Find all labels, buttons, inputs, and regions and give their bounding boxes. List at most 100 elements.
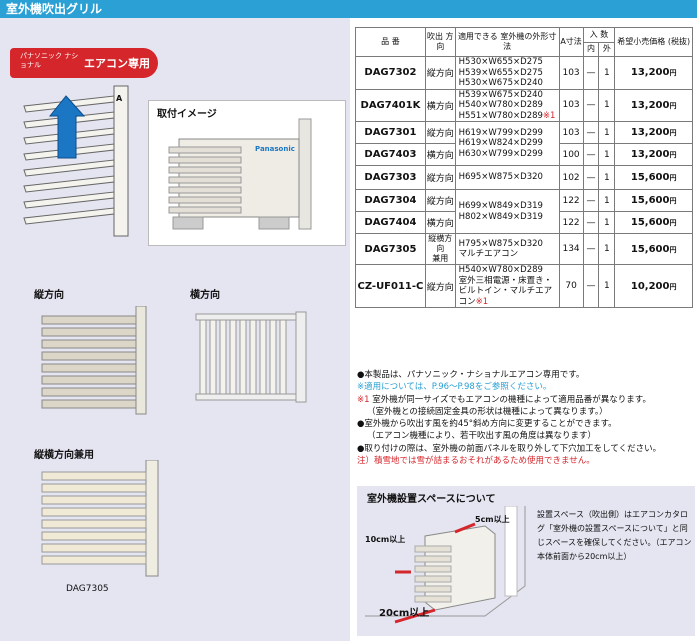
row-price: 15,600円	[614, 233, 693, 265]
row-direction: 縦方向	[424, 264, 456, 308]
space-description: 設置スペース（吹出側）はエアコンカタログ「室外機の設置スペースについて」と同じス…	[537, 510, 692, 561]
vertical-grille-illustration	[41, 306, 147, 415]
row-price: 15,600円	[614, 189, 693, 212]
dimension-a-label: A	[116, 94, 123, 103]
row-in: —	[582, 56, 600, 90]
install-image: 取付イメージ Panasonic	[148, 100, 346, 246]
th-qty-in: 内	[582, 41, 600, 57]
dim-side-label: 10cm以上	[365, 535, 406, 544]
th-direction: 吹出 方向	[424, 27, 456, 57]
note-line: （エアコン機種により、若干吹出す風の角度は異なります）	[367, 431, 596, 442]
both-grille-illustration	[41, 460, 159, 577]
row-out: 1	[598, 165, 616, 190]
row-direction: 横方向	[424, 143, 456, 166]
badge-label: エアコン専用	[84, 57, 150, 70]
row-direction: 横方向	[424, 211, 456, 234]
note-line: ※適用については、P.96〜P.98をご参照ください。	[357, 382, 552, 393]
row-code: DAG7401K	[355, 88, 426, 122]
dim-front-label: 20cm以上	[379, 608, 430, 619]
row-in: —	[582, 88, 600, 122]
row-price: 13,200円	[614, 56, 693, 90]
row-code: DAG7301	[355, 121, 426, 144]
row-code: CZ-UF011-C	[355, 264, 426, 308]
space-title: 室外機設置スペースについて	[367, 494, 496, 505]
badge-brand-text: パナソニック ナショナル	[20, 52, 79, 69]
install-label: 取付イメージ	[157, 109, 217, 120]
page-title: 室外機吹出グリル	[0, 0, 697, 18]
row-code: DAG7305	[355, 233, 426, 265]
row-a: 103	[558, 121, 584, 144]
row-code: DAG7304	[355, 189, 426, 212]
th-price: 希望小売価格 (税抜)	[614, 27, 693, 57]
section-vertical-label: 縦方向	[34, 290, 64, 301]
row-out: 1	[598, 143, 616, 166]
row-price: 13,200円	[614, 143, 693, 166]
note-line: （室外機との接続固定金具の形状は機種によって異なります。）	[367, 406, 608, 417]
row-direction: 縦方向	[424, 121, 456, 144]
row-direction: 横方向	[424, 88, 456, 122]
row-direction: 縦横方向 兼用	[424, 233, 456, 265]
model-caption: DAG7305	[66, 584, 109, 594]
row-price: 13,200円	[614, 121, 693, 144]
row-out: 1	[598, 211, 616, 234]
row-in: —	[582, 121, 600, 144]
row-size: H695×W875×D320	[454, 165, 560, 190]
row-direction: 縦方向	[424, 56, 456, 90]
row-a: 134	[558, 233, 584, 265]
row-a: 102	[558, 165, 584, 190]
note-line: ●室外機から吹出す風を約45°斜め方向に変更することができます。	[357, 419, 617, 430]
row-in: —	[582, 143, 600, 166]
note-line: ●本製品は、パナソニック・ナショナルエアコン専用です。	[357, 370, 585, 380]
product-table: 品 番 吹出 方向 適用できる 室外機の外形寸法 A寸法 入 数 希望小売価格 …	[355, 27, 693, 308]
row-in: —	[582, 264, 600, 308]
row-price: 10,200円	[614, 264, 693, 308]
row-a: 103	[558, 88, 584, 122]
row-size: H619×W799×D299 H619×W824×D299 H630×W799×…	[454, 121, 560, 166]
th-qty: 入 数	[582, 27, 616, 43]
row-out: 1	[598, 233, 616, 265]
row-a: 103	[558, 56, 584, 90]
install-space-panel: 室外機設置スペースについて 5cm以上 10cm以上 20cm以上 設置スペース…	[357, 486, 695, 636]
row-a: 70	[558, 264, 584, 308]
svg-text:Panasonic: Panasonic	[255, 145, 295, 153]
row-a: 100	[558, 143, 584, 166]
row-code: DAG7403	[355, 143, 426, 166]
airflow-arrow-icon	[48, 95, 86, 159]
row-a: 122	[558, 211, 584, 234]
row-out: 1	[598, 56, 616, 90]
row-direction: 縦方向	[424, 165, 456, 190]
th-size: 適用できる 室外機の外形寸法	[454, 27, 560, 57]
row-out: 1	[598, 189, 616, 212]
row-size: H540×W780×D289 室外三相電源・床置き・ ビルトイン・マルチエアコン…	[454, 264, 560, 308]
row-in: —	[582, 189, 600, 212]
row-in: —	[582, 233, 600, 265]
row-size: H539×W675×D240 H540×W780×D289 H551×W780×…	[454, 88, 560, 122]
note-warning: 注）積雪地では雪が詰まるおそれがあるため使用できません。	[357, 456, 595, 467]
row-price: 15,600円	[614, 165, 693, 190]
row-code: DAG7302	[355, 56, 426, 90]
install-space-illustration	[365, 506, 526, 624]
section-both-label: 縦横方向兼用	[34, 450, 94, 461]
row-in: —	[582, 165, 600, 190]
notes-block: ●本製品は、パナソニック・ナショナルエアコン専用です。 ※適用については、P.9…	[357, 369, 697, 467]
row-size: H795×W875×D320 マルチエアコン	[454, 233, 560, 265]
row-out: 1	[598, 88, 616, 122]
row-a: 122	[558, 189, 584, 212]
grille-main-illustration	[23, 85, 129, 237]
row-code: DAG7404	[355, 211, 426, 234]
row-in: —	[582, 211, 600, 234]
section-horizontal-label: 横方向	[190, 290, 220, 301]
illustration-panel: パナソニック ナショナル エアコン専用 A 取付イメージ Panasonic	[0, 18, 350, 641]
th-code: 品 番	[355, 27, 426, 57]
row-price: 13,200円	[614, 88, 693, 122]
row-price: 15,600円	[614, 211, 693, 234]
row-direction: 縦方向	[424, 189, 456, 212]
th-a: A寸法	[558, 27, 584, 57]
note-line: ※1 室外機が同一サイズでもエアコンの機種によって適用品番が異なります。	[357, 394, 651, 405]
row-size: H699×W849×D319 H802×W849×D319	[454, 189, 560, 234]
th-qty-out: 外	[598, 41, 616, 57]
dim-top-label: 5cm以上	[475, 515, 510, 524]
note-line: ●取り付けの際は、室外機の前面パネルを取り外して下穴加工をしてください。	[357, 443, 662, 454]
outdoor-unit-illustration: Panasonic	[168, 118, 312, 230]
horizontal-grille-illustration	[195, 311, 307, 403]
